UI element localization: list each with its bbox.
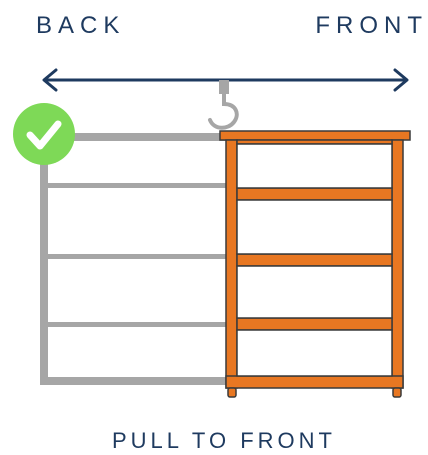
pull-to-front-label: PULL TO FRONT xyxy=(112,430,336,452)
front-shelf xyxy=(220,131,410,397)
check-circle-icon xyxy=(13,103,75,165)
back-shelf xyxy=(40,133,230,385)
hook-icon xyxy=(210,80,237,128)
